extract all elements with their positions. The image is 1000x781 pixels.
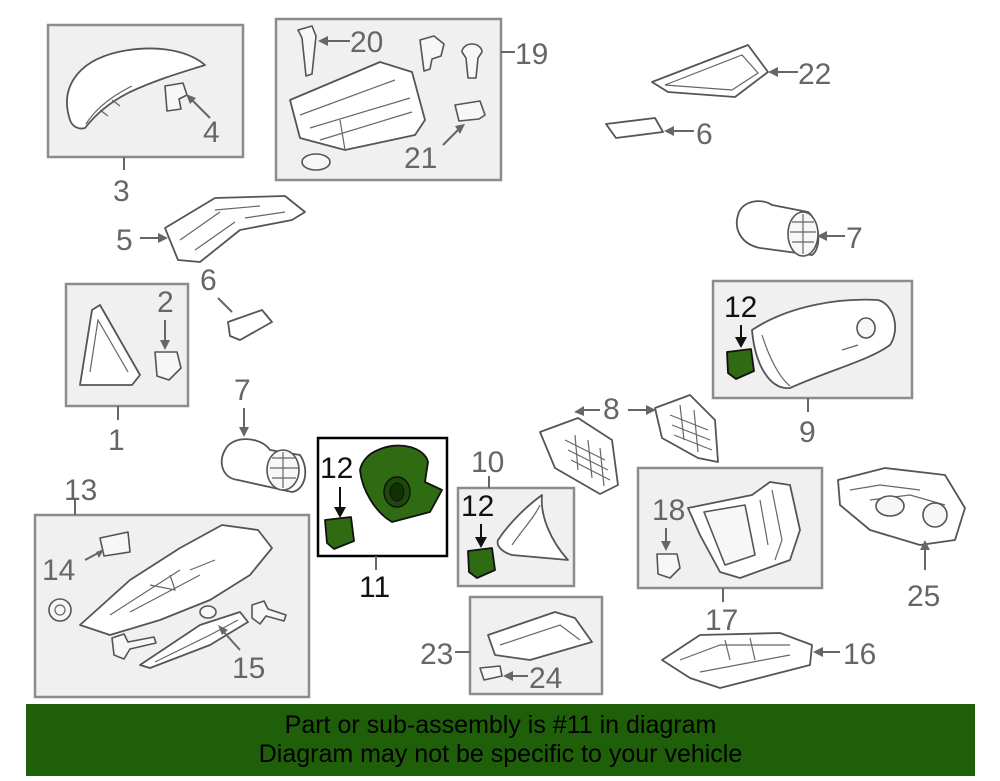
highlighted-clip-12 xyxy=(324,516,355,550)
part-16: 16 xyxy=(661,632,876,689)
part-25: 25 xyxy=(837,467,966,613)
callout-5: 5 xyxy=(116,224,133,257)
bolt-part xyxy=(419,35,445,72)
part-6-mid: 6 xyxy=(200,264,273,341)
group-11: 12 11 xyxy=(316,436,449,604)
callout-2: 2 xyxy=(157,286,174,319)
notice-line-1: Part or sub-assembly is #11 in diagram xyxy=(284,711,717,739)
trim-part-1 xyxy=(79,304,141,386)
group-1: 2 1 xyxy=(64,282,190,457)
callout-14: 14 xyxy=(42,554,75,587)
clip-part-6b xyxy=(227,309,273,341)
clip-12-group-9 xyxy=(726,348,755,380)
callout-13: 13 xyxy=(64,474,97,507)
callout-6-mid: 6 xyxy=(200,264,217,297)
trim-cover-part xyxy=(66,47,206,130)
callout-21: 21 xyxy=(404,142,437,175)
callout-22: 22 xyxy=(798,58,831,91)
part-8: 8 xyxy=(539,393,719,495)
callout-7-right: 7 xyxy=(846,222,863,255)
trim-part-10 xyxy=(496,494,569,561)
callout-12-group-11: 12 xyxy=(320,452,353,485)
callout-4: 4 xyxy=(203,116,220,149)
group-19: 20 21 19 xyxy=(274,17,548,182)
trim-strip-part-15 xyxy=(139,611,249,669)
access-panel-part xyxy=(289,61,426,151)
clip-part-21 xyxy=(454,100,486,122)
clip-12-group-10 xyxy=(467,547,496,579)
callout-6-top: 6 xyxy=(696,118,713,151)
part-7-left: 7 xyxy=(220,374,307,493)
group-10: 10 12 xyxy=(456,446,576,588)
bracket-part-5 xyxy=(164,195,306,263)
bolt-part-13a xyxy=(111,633,157,660)
part-22: 22 xyxy=(651,44,831,98)
part-5: 5 xyxy=(116,195,306,263)
callout-25: 25 xyxy=(907,580,940,613)
group-17: 18 17 xyxy=(636,466,824,637)
screw-part xyxy=(461,43,483,79)
callout-17: 17 xyxy=(705,604,738,637)
console-opening xyxy=(703,504,756,566)
insulator-part-16 xyxy=(661,632,813,689)
group-9: 12 9 xyxy=(711,279,914,449)
notice-line-2: Diagram may not be specific to your vehi… xyxy=(258,740,743,768)
callout-16: 16 xyxy=(843,638,876,671)
notice-banner: Part or sub-assembly is #11 in diagram D… xyxy=(26,704,975,776)
vent-part-8-right xyxy=(654,394,719,463)
callout-15: 15 xyxy=(232,652,265,685)
knee-bolster-part-13 xyxy=(79,524,273,636)
grommet-part xyxy=(301,153,331,171)
callout-23: 23 xyxy=(420,638,453,671)
clip-part-4 xyxy=(164,82,188,112)
nut-part xyxy=(48,598,72,622)
group-13: 13 14 15 xyxy=(33,474,311,699)
group-3: 4 3 xyxy=(46,23,245,208)
nut-part-18 xyxy=(656,553,681,579)
callout-24: 24 xyxy=(529,662,562,695)
bolt-part-13b xyxy=(251,600,287,625)
callout-8: 8 xyxy=(603,393,620,426)
clip-part-24 xyxy=(479,665,503,681)
callout-9: 9 xyxy=(799,416,816,449)
callout-10: 10 xyxy=(471,446,504,479)
screw-part-20 xyxy=(297,25,317,77)
part-6-top: 6 xyxy=(605,117,713,151)
nut-part-2 xyxy=(154,351,182,381)
callout-20: 20 xyxy=(350,26,383,59)
callout-1: 1 xyxy=(108,424,125,457)
cover-part-23 xyxy=(487,611,593,661)
callout-11: 11 xyxy=(359,571,390,604)
callout-12-group-9: 12 xyxy=(724,291,757,324)
callout-19: 19 xyxy=(515,38,548,71)
callout-3: 3 xyxy=(113,175,130,208)
part-7-right: 7 xyxy=(736,200,863,257)
callout-12-group-10: 12 xyxy=(461,490,494,523)
clip-part-6 xyxy=(605,117,664,139)
callout-7-left: 7 xyxy=(234,374,251,407)
group-23: 23 24 xyxy=(420,595,604,696)
callout-18: 18 xyxy=(652,494,685,527)
panel-part-22 xyxy=(651,44,769,98)
